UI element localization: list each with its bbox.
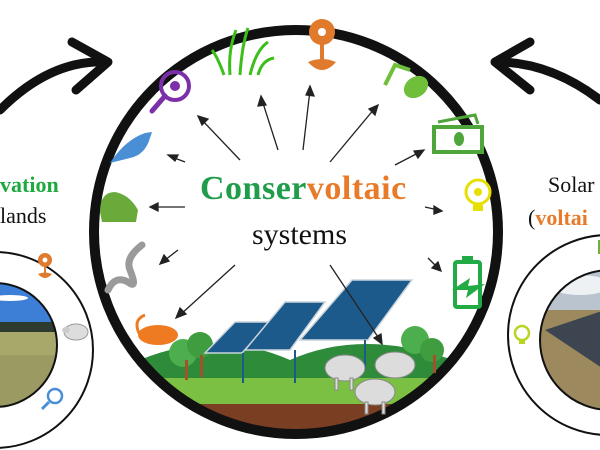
right-label-line2: (voltai: [528, 205, 588, 231]
right-label-line1: Solar: [548, 172, 595, 197]
voltaic-label: voltai: [535, 205, 588, 230]
sheep-icon: [62, 323, 89, 341]
grassland-photo: [0, 283, 57, 407]
recycle-leaf-icon: [383, 62, 429, 99]
solar-panel-array: [203, 279, 414, 383]
title-conser: Conser: [200, 170, 307, 207]
diagram-subtitle: systems: [252, 218, 348, 251]
open-paren: (: [528, 205, 536, 230]
left-circle: [0, 251, 94, 449]
grass-icon: [210, 27, 275, 76]
center-arrows: [148, 84, 444, 346]
rat-icon: [135, 313, 178, 345]
lightbulb-icon: [464, 178, 492, 211]
snake-icon: [104, 241, 146, 294]
trees-right: [401, 326, 444, 373]
diagram-title: Conservoltaic: [200, 170, 407, 208]
frog-icon: [100, 192, 138, 222]
lightbulb-icon: [513, 324, 531, 344]
sheep-group: [324, 351, 416, 415]
right-curved-arrow: [492, 57, 600, 105]
money-icon: [432, 113, 484, 154]
left-label-line2: lands: [0, 203, 47, 228]
battery-charge-icon: [452, 256, 485, 309]
left-label-line1: vation: [0, 172, 59, 197]
left-curved-arrow: [0, 57, 110, 115]
flower-icon: [308, 19, 336, 70]
flower-icon: [38, 253, 52, 278]
bird-icon: [110, 132, 152, 163]
right-circle: [507, 234, 600, 436]
magnifier-bug-icon: [40, 387, 64, 411]
title-voltaic: voltaic: [306, 170, 407, 207]
magnifier-bug-icon: [149, 70, 191, 114]
